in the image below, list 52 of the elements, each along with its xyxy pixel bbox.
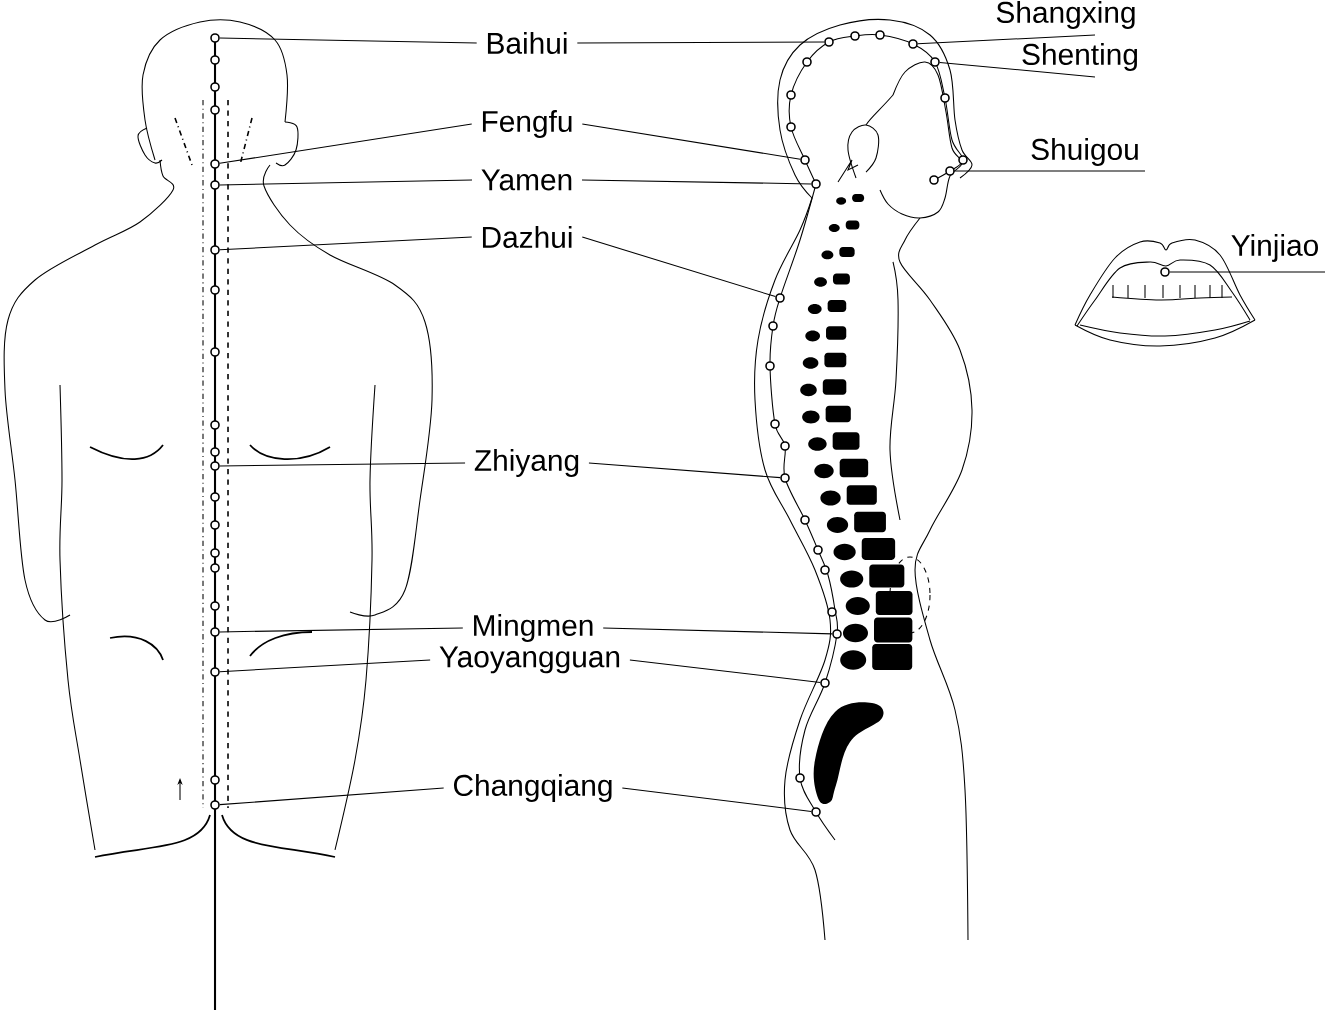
acupoint-marker [780,473,790,483]
leader-line [581,179,812,185]
leader-line [219,787,445,806]
point-label: Fengfu [482,110,572,138]
leader-line [219,179,473,186]
acupoint-marker [210,180,220,190]
leader-line [621,787,812,812]
leader-line [219,659,431,673]
leader-line [581,236,776,298]
leader-line [219,236,473,251]
acupoint-marker [930,57,940,67]
acupoint-marker [800,155,810,165]
acupoint-marker [820,678,830,688]
leader-line [1169,271,1326,273]
acupoint-marker [210,800,220,810]
acupoint-marker [811,179,821,189]
point-label: Zhiyang [474,449,579,477]
leader-line [602,627,833,635]
acupoint-marker [945,166,955,176]
leader-line [939,61,1096,78]
point-label: Shangxing [996,1,1135,29]
leader-line [219,123,473,164]
leader-line [219,462,466,467]
point-label: Yinjiao [1231,234,1318,262]
point-label: Changqiang [454,774,612,802]
acupoint-marker [210,159,220,169]
point-label: Shenting [1022,43,1137,71]
acupoint-marker [832,629,842,639]
point-label: Dazhui [482,226,572,248]
leader-line [917,34,1096,45]
acupoint-marker [210,33,220,43]
acupoint-marker [210,667,220,677]
acupoint-marker [210,245,220,255]
acupoint-marker [1160,267,1170,277]
leader-line [219,627,464,633]
point-label: Baihui [487,32,567,54]
acupoint-marker [210,461,220,471]
point-label: Yamen [481,169,572,191]
leader-line [954,170,1146,172]
leader-line [629,659,821,683]
point-label: Shuigou [1031,138,1138,166]
acupoint-marker [210,627,220,637]
leader-line [588,462,781,479]
leader-line [581,123,801,160]
leader-line [576,41,825,44]
acupoint-marker [908,39,918,49]
acupoint-marker [811,807,821,817]
leader-line [219,37,478,44]
acupoint-marker [824,37,834,47]
point-label: Mingmen [474,614,593,642]
acupoint-marker [775,293,785,303]
point-label: Yaoyangguan [439,646,620,674]
